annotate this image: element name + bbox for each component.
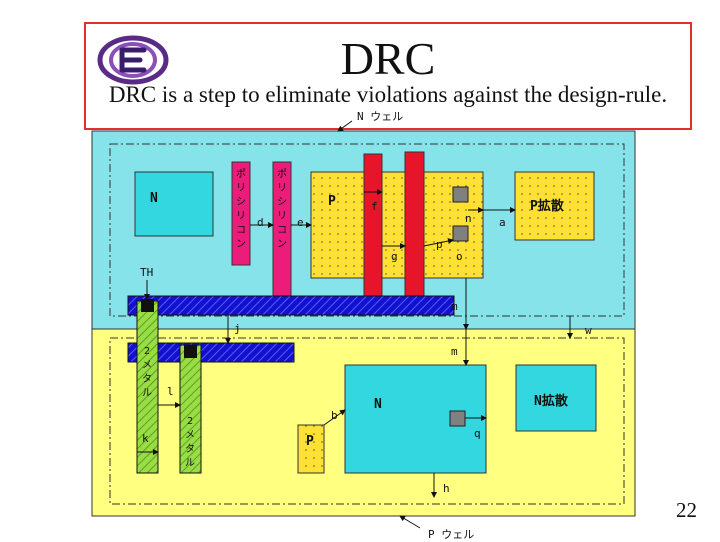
rule-a: a <box>499 216 506 229</box>
page-title: DRC <box>340 33 436 84</box>
poly-gate-2 <box>404 151 425 303</box>
poly-strip-1 <box>231 161 251 266</box>
poly2-label: ポリシリコン <box>277 169 287 250</box>
contact-upper-2 <box>452 225 469 242</box>
n-diffusion-right <box>515 364 597 432</box>
via-2 <box>184 345 197 358</box>
rule-d: d <box>257 216 264 229</box>
metal1-vertical-label: 2メタル <box>142 346 152 399</box>
n-diffusion-upper <box>134 171 214 237</box>
logo-icon <box>97 35 169 85</box>
rule-w: w <box>585 324 592 337</box>
p-well-outline <box>109 337 625 505</box>
rule-j: j <box>234 322 241 335</box>
n-upper-label: N <box>150 191 158 206</box>
p-diffusion-label: P拡散 <box>530 199 564 214</box>
poly-gate-1 <box>363 153 383 303</box>
p-center-label: P <box>328 194 336 209</box>
rule-n: n <box>465 212 472 225</box>
metal1-lower <box>127 342 295 363</box>
contact-lower <box>449 410 466 427</box>
title-box: DRC DRC is a step to eliminate violation… <box>84 22 692 130</box>
rule-o: o <box>456 250 463 263</box>
rule-q: q <box>474 427 481 440</box>
th-label: TH <box>140 266 154 279</box>
n-well-outline <box>109 143 625 317</box>
rule-m-lower: m <box>451 345 458 358</box>
p-lower-label: P <box>306 434 314 449</box>
rule-h: h <box>443 482 450 495</box>
rule-e: e <box>297 216 304 229</box>
rule-l: l <box>167 385 174 398</box>
rule-m-upper: m <box>451 300 458 313</box>
rule-k: k <box>142 432 149 445</box>
p-well-label: P ウェル <box>428 528 475 541</box>
via-1 <box>141 299 154 312</box>
poly1-label: ポリシリコン <box>236 169 246 250</box>
page-subtitle: DRC is a step to eliminate violations ag… <box>108 82 668 107</box>
metal2-vertical-label: 2メタル <box>185 416 195 469</box>
contact-upper-1 <box>452 186 469 203</box>
n-diffusion-label: N拡散 <box>534 394 568 409</box>
rule-p: p <box>436 238 443 251</box>
n-well-label: N ウェル <box>357 110 404 123</box>
metal1-upper <box>127 295 455 316</box>
rule-g: g <box>391 250 398 263</box>
rule-f: f <box>371 200 378 213</box>
slide-number: 22 <box>676 498 697 522</box>
n-lower-label: N <box>374 397 382 412</box>
rule-b: b <box>331 409 338 422</box>
